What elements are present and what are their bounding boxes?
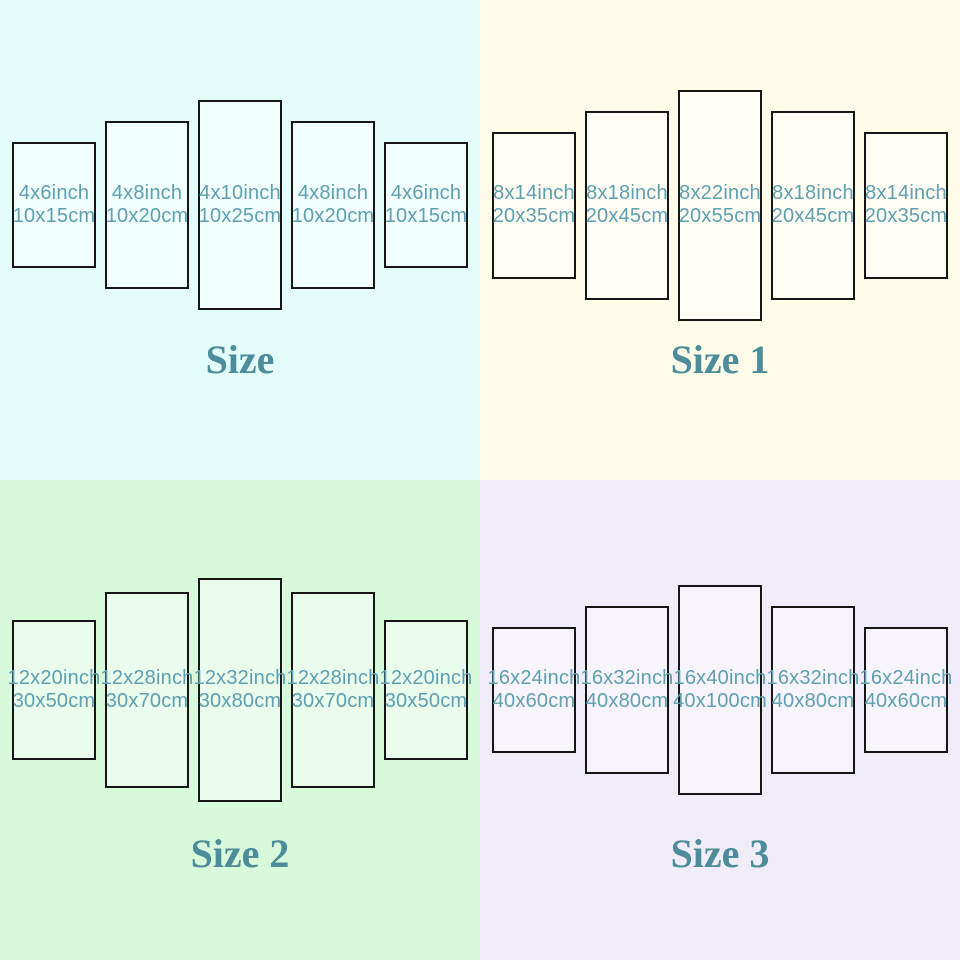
size-cm: 10x20cm [105,205,189,227]
size-inch: 8x18inch [586,182,668,204]
size-inch: 16x40inch [673,667,767,689]
size-cm: 30x70cm [291,690,375,712]
size-panel: 12x20inch 30x50cm [380,620,472,760]
size-panel: 16x32inch 40x80cm [767,606,859,774]
size-panel: 12x20inch 30x50cm [8,620,100,760]
size-label: 4x8inch 10x20cm [292,182,375,228]
size-panel: 16x24inch 40x60cm [488,627,580,753]
size-cm: 10x15cm [384,205,468,227]
size-inch: 4x6inch [390,182,462,204]
size-panel: 4x6inch 10x15cm [12,142,96,268]
size-chart-quadrant: 12x20inch 30x50cm 12x28inch 30x70cm 12x3… [0,480,480,960]
size-inch: 8x22inch [679,182,761,204]
size-cm: 20x35cm [492,205,576,227]
size-chart-quadrant: 4x6inch 10x15cm 4x8inch 10x20cm 4x10inch… [0,0,480,480]
size-panel: 12x32inch 30x80cm [194,578,286,802]
size-label: 4x6inch 10x15cm [13,182,96,228]
size-panel: 16x40inch 40x100cm [673,585,767,795]
size-label: 8x14inch 20x35cm [865,182,948,228]
size-label: 8x14inch 20x35cm [493,182,576,228]
size-inch: 16x24inch [487,667,581,689]
size-panel: 4x8inch 10x20cm [105,121,189,289]
size-panel: 4x6inch 10x15cm [384,142,468,268]
size-panel: 16x32inch 40x80cm [581,606,673,774]
size-label: 12x32inch 30x80cm [194,667,287,713]
panel-row: 8x14inch 20x35cm 8x18inch 20x45cm 8x22in… [480,85,960,325]
size-label: 12x20inch 30x50cm [380,667,473,713]
size-inch: 12x32inch [193,667,287,689]
size-label: 8x18inch 20x45cm [586,182,669,228]
size-panel: 4x8inch 10x20cm [291,121,375,289]
size-label: 12x28inch 30x70cm [101,667,194,713]
size-cm: 10x25cm [198,205,282,227]
size-panel: 12x28inch 30x70cm [287,592,379,788]
quadrant-title: Size [205,337,275,382]
size-inch: 4x8inch [111,182,183,204]
size-inch: 4x8inch [297,182,369,204]
quadrant-title: Size 1 [670,337,770,382]
size-cm: 30x70cm [105,690,189,712]
panel-row: 16x24inch 40x60cm 16x32inch 40x80cm 16x4… [480,570,960,810]
size-inch: 12x28inch [286,667,380,689]
size-cm: 40x80cm [771,690,855,712]
size-panel: 8x14inch 20x35cm [864,131,948,279]
size-cm: 20x45cm [771,205,855,227]
size-chart-quadrant: 16x24inch 40x60cm 16x32inch 40x80cm 16x4… [480,480,960,960]
size-label: 12x28inch 30x70cm [287,667,380,713]
size-label: 4x6inch 10x15cm [385,182,468,228]
quadrant-title: Size 3 [670,831,770,876]
size-cm: 30x50cm [12,690,96,712]
size-label: 4x10inch 10x25cm [199,182,282,228]
size-inch: 16x32inch [766,667,860,689]
size-inch: 4x10inch [199,182,281,204]
size-panel: 8x22inch 20x55cm [678,89,762,321]
size-cm: 20x55cm [678,205,762,227]
size-inch: 12x20inch [7,667,101,689]
size-panel: 4x10inch 10x25cm [198,100,282,310]
size-cm: 20x35cm [864,205,948,227]
size-label: 8x22inch 20x55cm [679,182,762,228]
size-label: 16x32inch 40x80cm [767,667,860,713]
size-label: 16x40inch 40x100cm [673,667,767,713]
size-label: 16x32inch 40x80cm [581,667,674,713]
quadrant-title: Size 2 [190,831,290,876]
size-inch: 12x20inch [379,667,473,689]
size-cm: 40x60cm [864,690,948,712]
size-inch: 8x18inch [772,182,854,204]
size-inch: 16x32inch [580,667,674,689]
panel-row: 12x20inch 30x50cm 12x28inch 30x70cm 12x3… [0,570,480,810]
size-panel: 16x24inch 40x60cm [860,627,952,753]
size-label: 12x20inch 30x50cm [8,667,101,713]
size-inch: 8x14inch [493,182,575,204]
size-chart-quadrant: 8x14inch 20x35cm 8x18inch 20x45cm 8x22in… [480,0,960,480]
size-cm: 20x45cm [585,205,669,227]
panel-row: 4x6inch 10x15cm 4x8inch 10x20cm 4x10inch… [0,85,480,325]
size-label: 4x8inch 10x20cm [106,182,189,228]
size-cm: 40x60cm [492,690,576,712]
size-label: 16x24inch 40x60cm [488,667,581,713]
size-inch: 16x24inch [859,667,953,689]
size-panel: 12x28inch 30x70cm [101,592,193,788]
size-inch: 12x28inch [100,667,194,689]
size-panel: 8x18inch 20x45cm [771,110,855,300]
size-panel: 8x18inch 20x45cm [585,110,669,300]
size-label: 8x18inch 20x45cm [772,182,855,228]
size-panel: 8x14inch 20x35cm [492,131,576,279]
size-label: 16x24inch 40x60cm [860,667,953,713]
size-cm: 30x50cm [384,690,468,712]
size-cm: 30x80cm [198,690,282,712]
size-inch: 4x6inch [18,182,90,204]
size-cm: 40x100cm [673,690,767,712]
size-cm: 10x20cm [291,205,375,227]
size-cm: 40x80cm [585,690,669,712]
size-cm: 10x15cm [12,205,96,227]
size-inch: 8x14inch [865,182,947,204]
